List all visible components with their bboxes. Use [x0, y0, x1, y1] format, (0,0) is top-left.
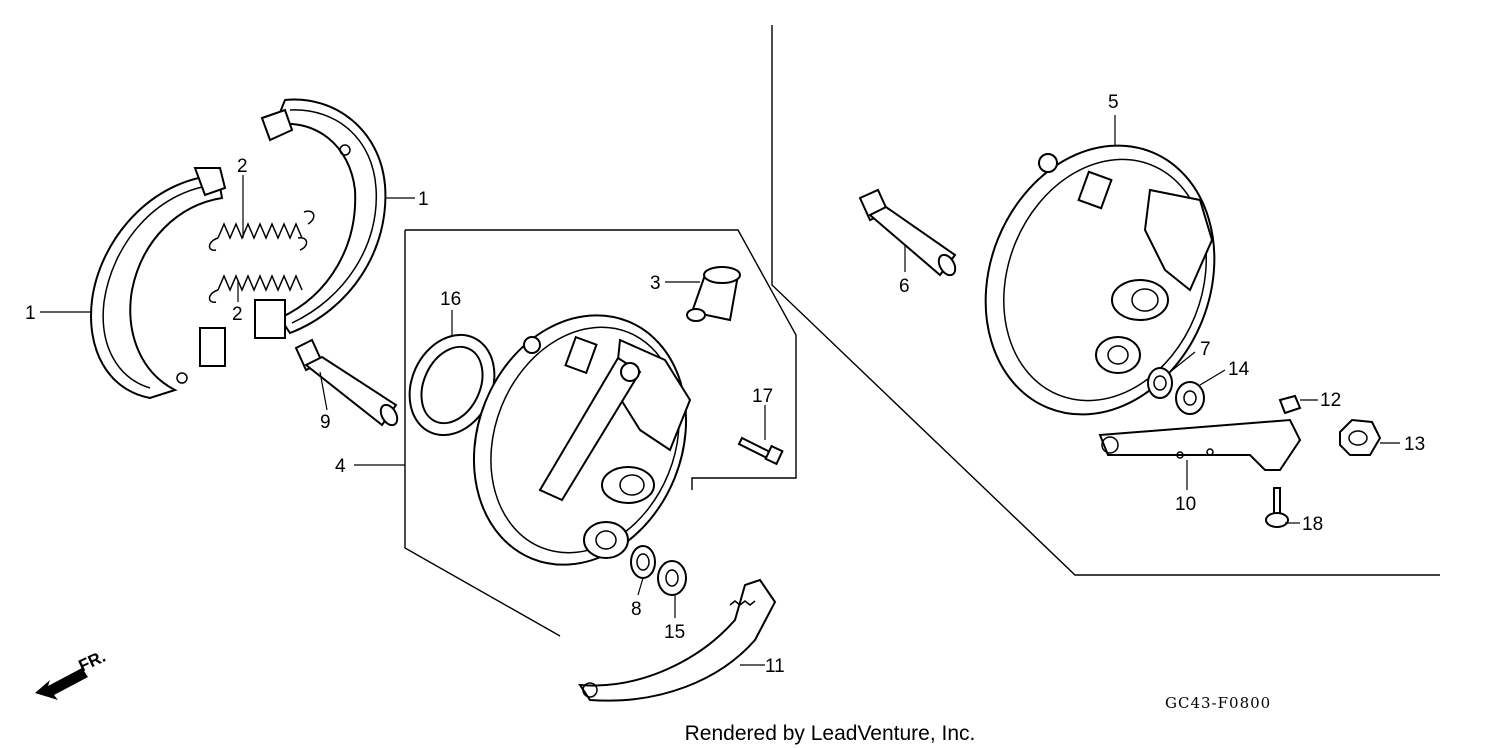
brake-arm-left[interactable] [578, 578, 777, 702]
callout-18: 18 [1302, 514, 1323, 535]
cam-seal-right[interactable] [1147, 367, 1173, 399]
shoe-spring-lower[interactable] [208, 237, 308, 303]
clip[interactable] [1278, 394, 1302, 415]
brake-panel-left[interactable] [437, 283, 722, 597]
diagram-code: GC43-F0800 [1165, 694, 1271, 712]
callout-2-upper: 2 [237, 156, 248, 177]
callout-8: 8 [631, 599, 642, 620]
callout-7: 7 [1200, 339, 1211, 360]
callout-6: 6 [899, 276, 910, 297]
brake-cam-right[interactable] [858, 188, 959, 278]
callout-1-left: 1 [25, 303, 36, 324]
brake-arm-right[interactable] [1098, 418, 1302, 471]
nut[interactable] [1339, 418, 1382, 456]
callout-9: 9 [320, 412, 331, 433]
callout-2-lower: 2 [232, 304, 243, 325]
callout-12: 12 [1320, 390, 1341, 411]
callout-14: 14 [1228, 359, 1250, 380]
render-credit: Rendered by LeadVenture, Inc. [685, 722, 976, 745]
callout-15: 15 [664, 622, 685, 643]
bolt-left[interactable] [737, 436, 784, 466]
callout-1-right: 1 [418, 189, 429, 210]
pivot-collar[interactable] [686, 266, 741, 322]
callout-4: 4 [335, 456, 346, 477]
bolt-right[interactable] [1265, 487, 1289, 528]
leader-lines [40, 115, 1400, 666]
panel-group-frame-right [771, 25, 1440, 576]
dust-seal[interactable] [394, 321, 510, 449]
callout-5: 5 [1108, 92, 1119, 113]
cam-seal-left[interactable] [630, 545, 656, 579]
brake-cam-left[interactable] [294, 338, 401, 428]
brake-shoe-left[interactable] [90, 167, 227, 400]
front-arrow-icon [35, 668, 88, 700]
callout-11: 11 [765, 656, 785, 677]
panel-group-frame-left [404, 229, 797, 637]
brake-panel-right[interactable] [946, 111, 1253, 449]
callout-13: 13 [1404, 434, 1425, 455]
callout-labels: 1 1 2 2 3 4 5 6 7 8 9 10 11 12 13 14 15 … [25, 92, 1425, 677]
callout-10: 10 [1175, 494, 1196, 515]
callout-3: 3 [650, 273, 661, 294]
brake-shoe-right[interactable] [254, 98, 387, 339]
washer-right[interactable] [1175, 381, 1205, 415]
front-direction-indicator: FR. [35, 647, 109, 700]
shoe-spring-upper[interactable] [208, 210, 315, 251]
washer-left[interactable] [657, 560, 687, 596]
callout-16: 16 [440, 289, 461, 310]
callout-17: 17 [752, 386, 773, 407]
